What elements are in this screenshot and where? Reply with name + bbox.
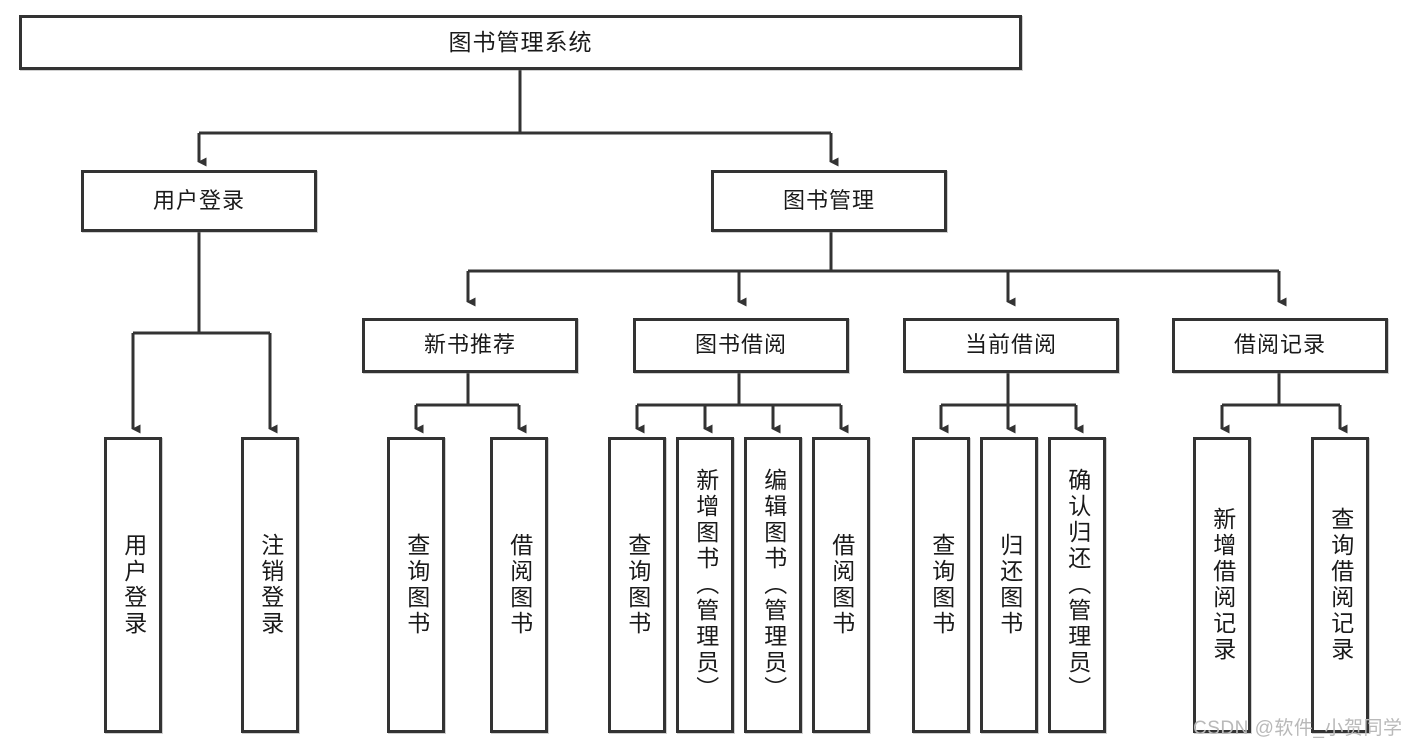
leaf-confirm-return-label: 确认归还（管理员） (1064, 468, 1091, 702)
leaf-query-book-3[interactable]: 查询图书 (912, 437, 970, 733)
node-book-borrow-label: 图书借阅 (694, 332, 787, 358)
leaf-query-record-label: 查询借阅记录 (1327, 507, 1354, 663)
leaf-return-book[interactable]: 归还图书 (980, 437, 1038, 733)
leaf-confirm-return[interactable]: 确认归还（管理员） (1048, 437, 1106, 733)
node-new-book-recommend-label: 新书推荐 (423, 332, 516, 358)
csdn-watermark: CSDN @软件_小贺同学 (1193, 718, 1403, 739)
leaf-edit-book[interactable]: 编辑图书（管理员） (744, 437, 802, 733)
leaf-user-login[interactable]: 用户登录 (104, 437, 162, 733)
leaf-borrow-book-1-label: 借阅图书 (506, 533, 533, 637)
node-borrow-record[interactable]: 借阅记录 (1172, 318, 1388, 373)
node-book-manage-label: 图书管理 (782, 187, 875, 213)
node-user-login-label: 用户登录 (152, 187, 245, 213)
leaf-query-book-2[interactable]: 查询图书 (608, 437, 666, 733)
node-new-book-recommend[interactable]: 新书推荐 (362, 318, 578, 373)
leaf-query-book-3-label: 查询图书 (928, 533, 955, 637)
node-current-borrow[interactable]: 当前借阅 (903, 318, 1119, 373)
leaf-borrow-book-1[interactable]: 借阅图书 (490, 437, 548, 733)
node-root-label: 图书管理系统 (448, 28, 593, 55)
leaf-add-record[interactable]: 新增借阅记录 (1193, 437, 1251, 733)
node-user-login[interactable]: 用户登录 (81, 170, 317, 232)
leaf-query-book-1-label: 查询图书 (403, 533, 430, 637)
leaf-user-login-label: 用户登录 (120, 533, 147, 637)
leaf-logout-login-label: 注销登录 (257, 533, 284, 637)
leaf-add-book-label: 新增图书（管理员） (692, 468, 719, 702)
leaf-edit-book-label: 编辑图书（管理员） (760, 468, 787, 702)
leaf-query-record[interactable]: 查询借阅记录 (1311, 437, 1369, 733)
leaf-borrow-book-2-label: 借阅图书 (828, 533, 855, 637)
node-book-manage[interactable]: 图书管理 (711, 170, 947, 232)
leaf-add-record-label: 新增借阅记录 (1209, 507, 1236, 663)
leaf-add-book[interactable]: 新增图书（管理员） (676, 437, 734, 733)
leaf-query-book-2-label: 查询图书 (624, 533, 651, 637)
node-root[interactable]: 图书管理系统 (19, 15, 1022, 70)
node-borrow-record-label: 借阅记录 (1233, 332, 1326, 358)
leaf-query-book-1[interactable]: 查询图书 (387, 437, 445, 733)
leaf-return-book-label: 归还图书 (996, 533, 1023, 637)
node-current-borrow-label: 当前借阅 (964, 332, 1057, 358)
leaf-logout-login[interactable]: 注销登录 (241, 437, 299, 733)
node-book-borrow[interactable]: 图书借阅 (633, 318, 849, 373)
leaf-borrow-book-2[interactable]: 借阅图书 (812, 437, 870, 733)
